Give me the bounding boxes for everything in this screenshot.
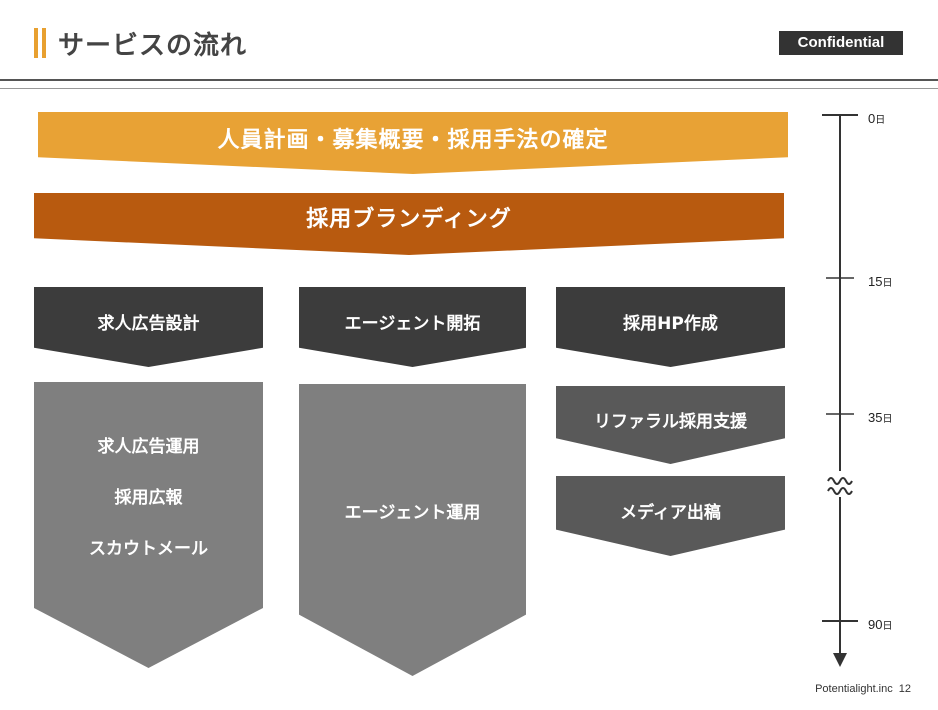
timeline-unit-35: 日	[882, 414, 892, 425]
job-ad-design-step: 求人広告設計	[34, 287, 263, 367]
timeline-arrowhead	[833, 653, 847, 667]
title-accent-bars	[34, 28, 48, 58]
footer: Potentialight.inc 12	[809, 683, 911, 695]
planning-banner: 人員計画・募集概要・採用手法の確定	[38, 112, 788, 174]
branding-banner: 採用ブランディング	[34, 193, 784, 255]
header-divider	[0, 79, 938, 81]
timeline-unit-90: 日	[882, 621, 892, 632]
agent-development-step: エージェント開拓	[299, 287, 526, 367]
timeline-break-icon	[827, 477, 853, 495]
referral-support-step: リファラル採用支援	[556, 386, 785, 464]
page-title: サービスの流れ	[58, 31, 248, 61]
scout-mail-item: スカウトメール	[89, 538, 208, 559]
recruit-pr-item: 採用広報	[114, 487, 183, 508]
agent-operation-step: エージェント運用	[299, 384, 526, 676]
media-placement-label: メディア出稿	[620, 502, 721, 523]
media-placement-step: メディア出稿	[556, 476, 785, 556]
timeline-label-15: 15	[868, 274, 882, 289]
timeline-label-35: 35	[868, 410, 882, 425]
referral-support-label: リファラル採用支援	[594, 411, 747, 432]
svg-text:35日: 35日	[868, 410, 892, 425]
timeline: 0日 15日 35日 90日	[822, 111, 892, 667]
recruit-hp-label: 採用HP作成	[623, 313, 718, 334]
company-name: Potentialight.inc	[815, 683, 893, 695]
planning-banner-label: 人員計画・募集概要・採用手法の確定	[217, 128, 609, 153]
job-ad-operation-item: 求人広告運用	[97, 436, 200, 457]
svg-text:15日: 15日	[868, 274, 892, 289]
page-number: 12	[898, 683, 911, 695]
timeline-unit-15: 日	[882, 278, 892, 289]
timeline-label-90: 90	[868, 617, 882, 632]
job-ad-design-label: 求人広告設計	[97, 313, 200, 334]
timeline-unit-0: 日	[875, 115, 885, 126]
agent-operation-item: エージェント運用	[344, 502, 481, 523]
header-divider-thin	[0, 88, 938, 89]
branding-banner-label: 採用ブランディング	[306, 207, 512, 232]
agent-development-label: エージェント開拓	[344, 313, 481, 334]
job-ad-operation-step: 求人広告運用 採用広報 スカウトメール	[34, 382, 263, 668]
svg-text:0日: 0日	[868, 111, 885, 126]
confidential-badge: Confidential	[779, 31, 903, 55]
recruit-hp-step: 採用HP作成	[556, 287, 785, 367]
svg-text:90日: 90日	[868, 617, 892, 632]
timeline-label-0: 0	[868, 111, 875, 126]
